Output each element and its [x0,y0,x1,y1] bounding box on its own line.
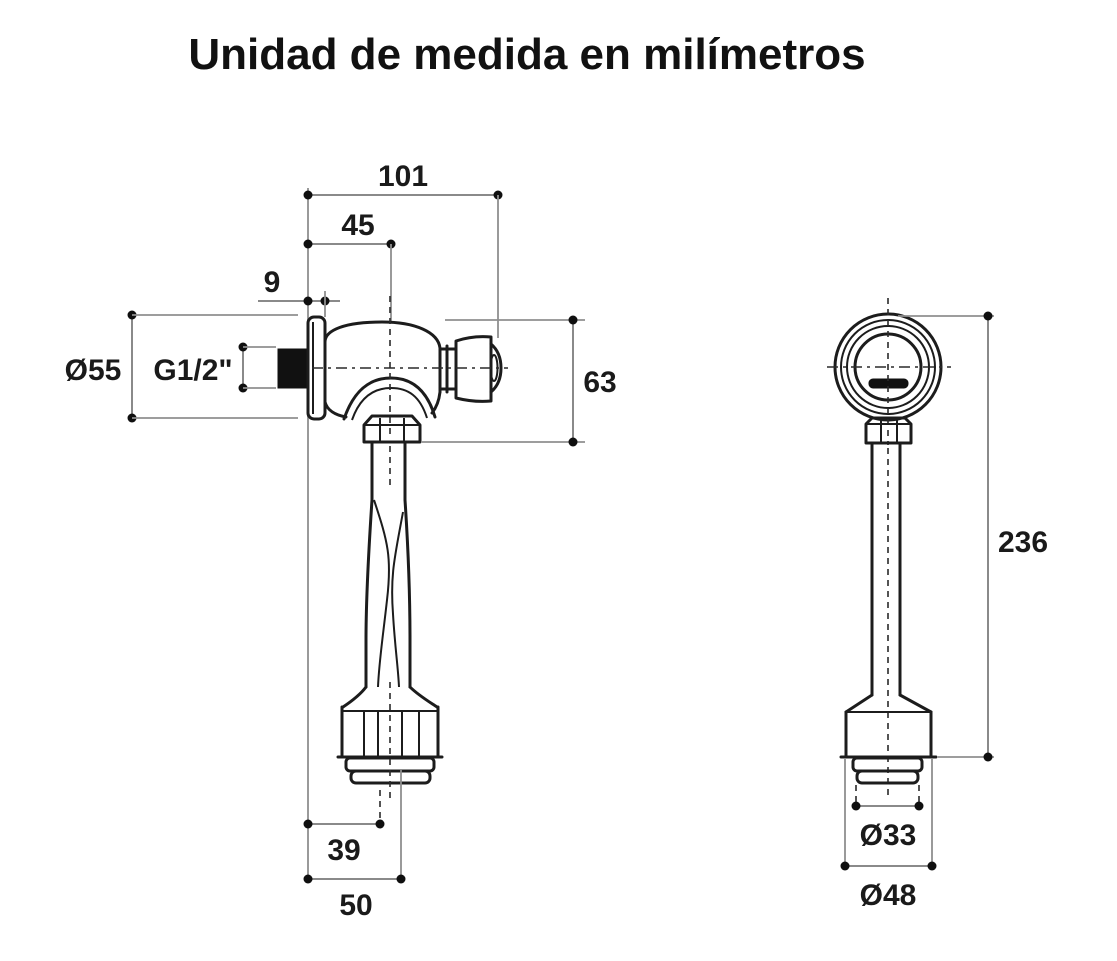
dim-45-label: 45 [341,209,374,242]
dim-101-label: 101 [378,160,428,193]
dim-9-label: 9 [264,266,281,299]
page-title: Unidad de medida en milímetros [188,30,866,79]
button-neck [438,340,458,399]
dim-236: 236 [898,311,1048,762]
front-flush-tube [870,441,902,697]
dim-55-label: Ø55 [65,354,122,387]
dim-236-label: 236 [998,526,1048,559]
dim-9: 9 [258,266,340,317]
flush-tube [364,440,412,689]
dim-50-label: 50 [339,889,372,922]
dim-33: Ø33 [851,785,924,852]
dim-50: 50 [303,770,406,922]
outlet-bell [336,685,444,785]
threaded-inlet-nipple [277,348,309,389]
front-outlet-bell [839,693,938,785]
dim-33-label: Ø33 [860,819,917,852]
front-view-centerlines [827,298,951,795]
side-view: 101 45 9 [65,160,617,922]
dim-48: Ø48 [840,758,937,912]
dim-39-label: 39 [327,834,360,867]
dim-45: 45 [303,209,396,322]
dim-101: 101 [303,160,503,338]
dim-63-label: 63 [583,366,616,399]
dim-48-label: Ø48 [860,879,917,912]
front-view: 236 Ø33 Ø48 [827,298,1048,912]
dim-63: 63 [422,315,617,447]
dim-39: 39 [303,790,385,867]
dim-55: Ø55 [65,310,298,423]
dim-g12-label: G1/2" [153,354,232,387]
push-button [454,335,503,403]
coupling-nut [362,414,422,444]
front-coupling-nut [864,416,913,445]
side-view-centerlines [312,296,508,798]
dim-g12: G1/2" [153,342,276,393]
valve-body [323,320,442,421]
